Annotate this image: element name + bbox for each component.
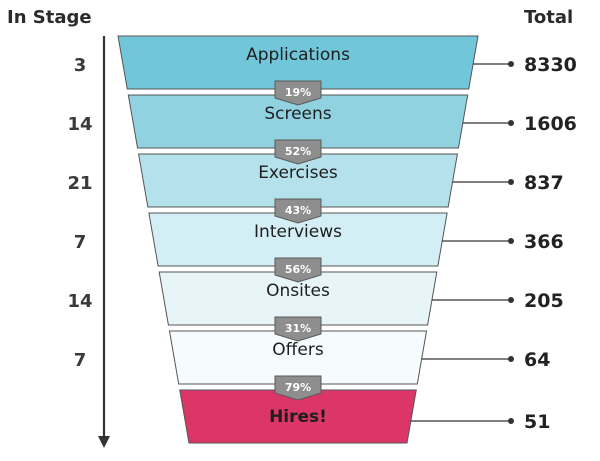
conversion-rate-label: 52% [285, 145, 311, 158]
stage-in-stage-count: 7 [74, 350, 87, 371]
stage-in-stage-count: 7 [74, 232, 87, 253]
conversion-badge [274, 139, 322, 165]
total-leader-dot [508, 297, 514, 303]
stage-total: 366 [524, 231, 564, 253]
stage-label: Interviews [254, 222, 342, 242]
total-leader-dot [508, 356, 514, 362]
conversion-badge [274, 375, 322, 401]
stage-total: 8330 [524, 54, 577, 76]
conversion-badge [274, 198, 322, 224]
funnel-stage-interviews [148, 212, 448, 267]
funnel-stage-applications [117, 35, 479, 90]
stage-label: Applications [246, 45, 350, 65]
stage-total: 1606 [524, 113, 577, 135]
conversion-rate-label: 19% [285, 86, 311, 99]
total-leader-dot [508, 418, 514, 424]
conversion-badge [274, 80, 322, 106]
in-stage-header: In Stage [7, 7, 92, 28]
total-header: Total [524, 7, 573, 28]
total-leader-dot [508, 179, 514, 185]
stage-in-stage-count: 14 [67, 114, 92, 135]
conversion-badge [274, 316, 322, 342]
funnel-stage-hires [179, 389, 417, 444]
funnel-stage-screens [127, 94, 469, 149]
stage-label: Onsites [266, 281, 330, 301]
stage-label: Hires! [269, 407, 327, 427]
stage-label: Screens [264, 104, 331, 124]
conversion-rate-label: 43% [285, 204, 311, 217]
stage-total: 205 [524, 290, 564, 312]
stage-total: 64 [524, 349, 550, 371]
funnel-stage-onsites [158, 271, 438, 326]
stage-in-stage-count: 3 [74, 55, 87, 76]
stage-total: 51 [524, 411, 550, 433]
stage-label: Offers [272, 340, 324, 360]
conversion-rate-label: 79% [285, 381, 311, 394]
total-leader-dot [508, 61, 514, 67]
total-leader-dot [508, 120, 514, 126]
funnel-stage-exercises [137, 153, 459, 208]
in-stage-arrowhead [98, 436, 110, 448]
conversion-rate-label: 31% [285, 322, 311, 335]
total-leader-dot [508, 238, 514, 244]
stage-in-stage-count: 21 [67, 173, 92, 194]
stage-label: Exercises [258, 163, 338, 183]
stage-total: 837 [524, 172, 564, 194]
conversion-badge [274, 257, 322, 283]
stage-in-stage-count: 14 [67, 291, 92, 312]
funnel-stage-offers [168, 330, 428, 385]
conversion-rate-label: 56% [285, 263, 311, 276]
